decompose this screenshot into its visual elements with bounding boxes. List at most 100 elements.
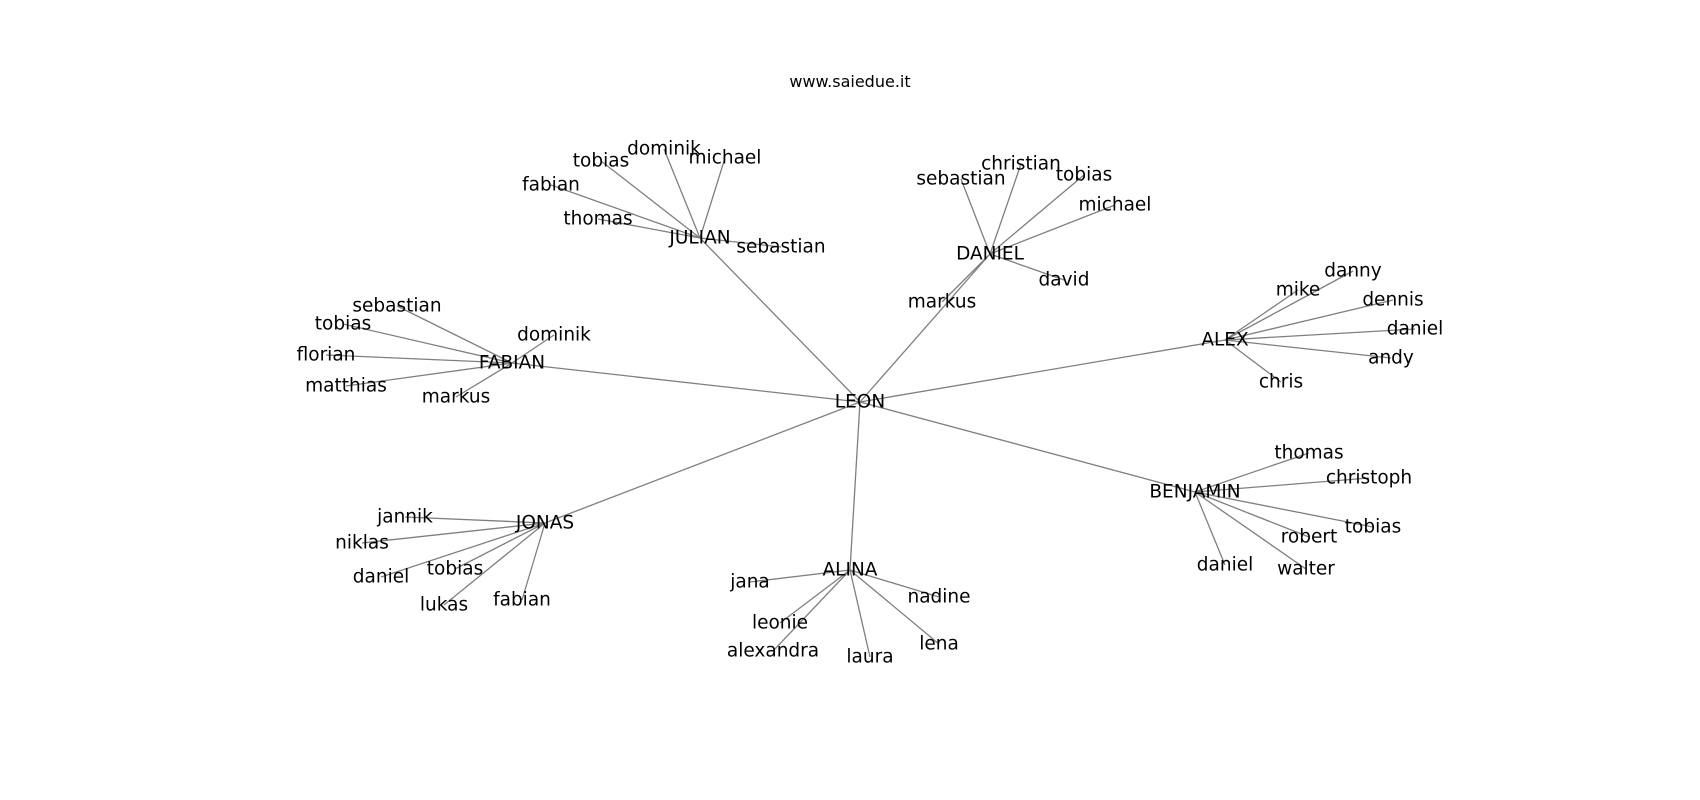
edge-benjamin-thomas [1194,452,1310,493]
node-alex-danny: danny [1324,261,1382,282]
edge-alina-nadine [849,569,940,598]
node-daniel-tobias: tobias [1056,165,1112,186]
node-benjamin-christoph: christoph [1326,468,1412,489]
node-daniel-david: david [1039,270,1090,291]
node-daniel-markus: markus [908,292,976,313]
graph-edges [325,148,1416,658]
node-fabian-dominik: dominik [517,325,591,346]
node-alex-dennis: dennis [1362,290,1423,311]
node-daniel-michael: michael [1079,195,1152,216]
node-jonas-daniel: daniel [353,567,409,588]
node-hub-jonas: JONAS [515,513,574,534]
node-jonas-lukas: lukas [420,595,468,616]
node-alina-nadine: nadine [907,587,970,608]
edge-julian-fabian [550,184,701,239]
node-jonas-niklas: niklas [335,533,389,554]
edge-fabian-dominik [511,334,555,364]
node-alex-andy: andy [1368,348,1414,369]
edge-jonas-niklas [361,522,546,544]
node-daniel-christian: christian [981,154,1061,175]
edge-daniel-david [989,253,1065,281]
node-benjamin-daniel: daniel [1197,555,1253,576]
edge-julian-tobias [600,160,701,239]
node-alina-leonie: leonie [752,613,808,634]
node-hub-julian: JULIAN [668,228,730,249]
edge-benjamin-walter [1194,491,1307,570]
node-jonas-tobias: tobias [427,559,483,580]
edge-alina-leonie [779,569,851,624]
edge-alex-daniel [1224,328,1416,341]
edge-fabian-matthias [345,362,513,387]
edge-jonas-lukas [443,522,546,606]
node-hub-alina: ALINA [823,560,878,581]
edge-daniel-sebastian [960,178,991,255]
edge-alex-chris [1224,339,1282,383]
edge-benjamin-robert [1194,491,1310,538]
node-alex-chris: chris [1259,372,1303,393]
edge-daniel-christian [989,163,1022,255]
edge-alex-dennis [1224,299,1394,341]
node-fabian-sebastian: sebastian [352,296,441,317]
node-julian-tobias: tobias [573,151,629,172]
node-alina-alexandra: alexandra [727,641,819,662]
node-fabian-tobias: tobias [315,314,371,335]
node-benjamin-walter: walter [1277,559,1335,580]
node-fabian-markus: markus [422,387,490,408]
node-hub-alex: ALEX [1201,330,1249,351]
edge-jonas-tobias [454,522,546,570]
edge-julian-sebastian [699,237,782,248]
node-benjamin-thomas: thomas [1274,443,1343,464]
node-alina-laura: laura [846,647,893,668]
node-julian-dominik: dominik [627,139,701,160]
edge-root-jonas [544,401,861,524]
node-alex-mike: mike [1276,280,1321,301]
node-hub-daniel: DANIEL [956,244,1025,265]
edge-daniel-tobias [989,174,1085,255]
edge-jonas-daniel [380,522,546,578]
edge-alina-lena [849,569,940,645]
edge-benjamin-daniel [1194,491,1226,566]
edge-root-alina [849,401,861,571]
edge-alina-jana [749,569,851,583]
node-julian-michael: michael [689,148,762,169]
edge-root-alex [859,339,1226,403]
edge-benjamin-tobias [1194,491,1374,528]
edge-fabian-florian [325,354,513,364]
edge-alex-andy [1224,339,1392,359]
node-daniel-sebastian: sebastian [916,169,1005,190]
edge-daniel-michael [989,204,1116,255]
node-julian-fabian: fabian [522,175,580,196]
node-jonas-fabian: fabian [493,590,551,611]
edge-julian-dominik [663,148,701,239]
edge-root-benjamin [859,401,1196,493]
edge-fabian-markus [455,362,513,398]
node-alex-daniel: daniel [1387,319,1443,340]
node-benjamin-tobias: tobias [1345,517,1401,538]
edge-root-fabian [511,362,861,403]
edge-alina-alexandra [772,569,851,652]
node-hub-benjamin: BENJAMIN [1149,482,1240,503]
edge-root-julian [699,237,861,403]
edge-fabian-tobias [342,323,513,364]
edge-alina-laura [849,569,871,658]
edge-fabian-sebastian [396,305,513,364]
node-jonas-jannik: jannik [376,507,433,528]
node-alina-lena: lena [919,634,959,655]
edge-alex-mike [1224,289,1299,341]
node-root-leon: LEON [835,392,885,413]
edge-julian-thomas [597,218,701,239]
node-julian-thomas: thomas [563,209,632,230]
node-benjamin-robert: robert [1281,527,1338,548]
edge-daniel-markus [941,253,991,303]
node-julian-sebastian: sebastian [736,237,825,258]
edge-root-daniel [859,253,991,403]
edge-julian-michael [699,157,726,239]
node-alina-jana: jana [729,572,770,593]
edge-alex-danny [1224,270,1354,341]
edge-benjamin-christoph [1194,477,1370,493]
page-title: www.saiedue.it [789,72,911,91]
edge-jonas-jannik [404,516,546,524]
edge-jonas-fabian [521,522,546,601]
